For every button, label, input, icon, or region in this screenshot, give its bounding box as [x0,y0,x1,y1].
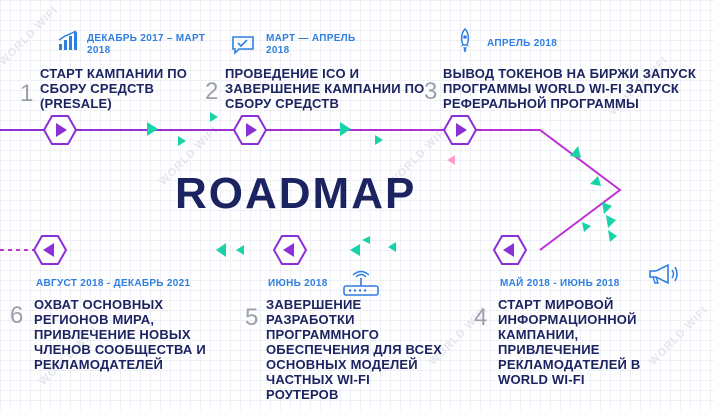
arrow-mark [178,136,186,146]
arrow-mark [362,236,370,244]
milestone-6-number: 6 [10,302,24,329]
milestone-2-number: 2 [205,78,219,105]
milestone-2-title: ПРОВЕДЕНИЕ ICO И ЗАВЕРШЕНИЕ КАМПАНИИ ПО … [225,66,425,111]
node-2 [232,115,268,145]
track-top [0,129,622,251]
arrow-mark [602,202,612,214]
arrow-mark [147,122,158,136]
node-4 [492,235,528,265]
milestone-6-title: ОХВАТ ОСНОВНЫХ РЕГИОНОВ МИРА, ПРИВЛЕЧЕНИ… [34,297,206,372]
megaphone-icon [649,263,678,285]
rocket-icon [460,28,470,53]
chat-check-icon [232,36,254,55]
milestone-1-number: 1 [20,80,34,107]
node-3 [442,115,478,145]
roadmap-heading: ROADMAP [175,169,417,218]
arrow-mark [606,215,616,228]
arrow-mark [236,245,244,255]
arrow-mark [582,222,591,232]
milestone-1-title: СТАРТ КАМПАНИИ ПО СБОРУ СРЕДСТВ (PRESALE… [40,66,188,111]
arrow-mark-pink [447,155,455,165]
node-6 [32,235,68,265]
arrow-mark [590,176,601,186]
milestone-3-date: АПРЕЛЬ 2018 [487,38,558,49]
milestone-3-number: 3 [424,78,438,105]
milestone-4-number: 4 [474,304,488,331]
arrow-mark [608,230,617,242]
milestone-1-date: ДЕКАБРЬ 2017 – МАРТ 2018 [87,33,206,56]
node-5 [272,235,308,265]
milestone-6-date: АВГУСТ 2018 - ДЕКАБРЬ 2021 [36,278,191,289]
milestone-5-title: ЗАВЕРШЕНИЕ РАЗРАБОТКИ ПРОГРАММНОГО ОБЕСП… [266,297,442,402]
bar-chart-icon [58,30,77,50]
arrow-mark [350,244,360,256]
milestone-5-number: 5 [245,304,259,331]
milestone-4-title: СТАРТ МИРОВОЙ ИНФОРМАЦИОННОЙ КАМПАНИИ, П… [498,297,641,387]
milestone-4-date: МАЙ 2018 - ИЮНЬ 2018 [500,278,620,289]
milestone-2-date: МАРТ — АПРЕЛЬ 2018 [266,33,356,56]
arrow-mark [216,243,226,257]
arrow-mark [210,112,218,122]
arrow-mark [340,122,351,136]
milestone-5-date: ИЮНЬ 2018 [268,278,328,289]
node-1 [42,115,78,145]
milestone-3-title: ВЫВОД ТОКЕНОВ НА БИРЖИ ЗАПУСК ПРОГРАММЫ … [443,66,697,111]
router-icon [343,270,379,296]
arrow-mark [375,135,383,145]
arrow-mark [570,146,581,158]
arrow-mark [388,242,396,252]
